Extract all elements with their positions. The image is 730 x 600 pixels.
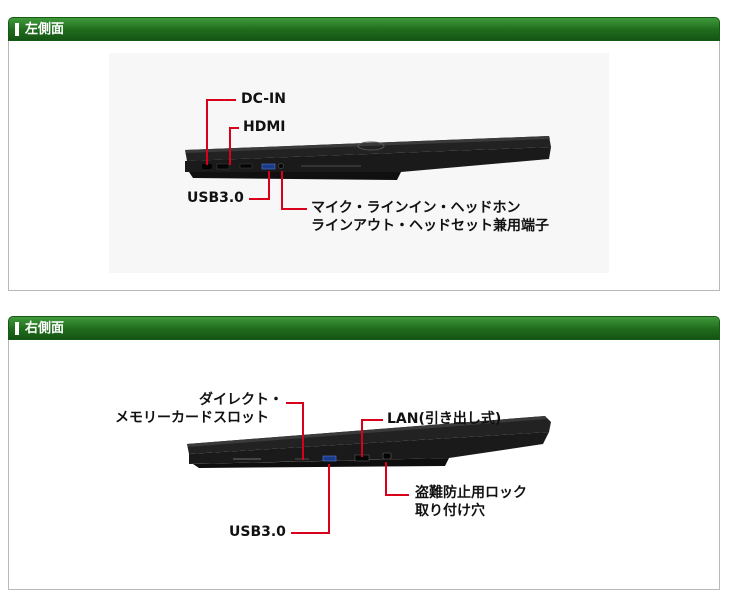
lan-label: LAN(引き出し式) — [387, 411, 502, 427]
card-slot-callout-horizontal — [286, 402, 304, 404]
left-side-header: 左側面 — [8, 17, 720, 41]
audio-label-line2: ラインアウト・ヘッドセット兼用端子 — [311, 218, 549, 234]
header-bar-marker — [15, 23, 19, 36]
usb-left-label: USB3.0 — [187, 190, 244, 206]
lock-callout-vertical — [385, 462, 387, 496]
right-side-title: 右側面 — [25, 321, 65, 336]
lock-label-line2: 取り付け穴 — [415, 503, 485, 519]
lock-callout-horizontal — [385, 494, 409, 496]
audio-callout-vertical — [281, 171, 283, 210]
hdmi-label: HDMI — [243, 119, 286, 135]
usb-left-callout-vertical — [268, 171, 270, 200]
lan-callout-horizontal — [361, 419, 383, 421]
audio-label-line1: マイク・ラインイン・ヘッドホン — [311, 200, 521, 216]
lan-callout-vertical — [361, 419, 363, 457]
audio-callout-horizontal — [281, 208, 307, 210]
usb-right-callout-horizontal — [291, 532, 330, 534]
dc-in-callout-horizontal — [206, 99, 236, 101]
left-side-section: 左側面 DC-IN HDMI — [8, 17, 720, 291]
card-slot-label-line2: メモリーカードスロット — [115, 410, 269, 426]
laptop-left-side-image — [185, 136, 551, 180]
card-slot-callout-vertical — [302, 402, 304, 460]
right-side-header: 右側面 — [8, 316, 720, 340]
header-bar-marker — [15, 322, 19, 335]
laptop-right-side-image — [187, 416, 551, 468]
usb-right-callout-vertical — [328, 464, 330, 534]
card-slot-label-line1: ダイレクト・ — [199, 392, 283, 408]
right-side-body: ダイレクト・ メモリーカードスロット LAN(引き出し式) USB3.0 盗難防… — [8, 340, 720, 590]
lock-label-line1: 盗難防止用ロック — [415, 485, 527, 501]
usb-left-callout-horizontal — [249, 198, 270, 200]
dc-in-label: DC-IN — [241, 91, 286, 107]
usb-right-label: USB3.0 — [229, 524, 286, 540]
dc-in-callout-vertical — [206, 99, 208, 165]
hdmi-callout-horizontal — [229, 127, 239, 129]
left-side-body: DC-IN HDMI USB3.0 マイク・ラインイン・ヘッドホン ラインアウト… — [8, 41, 720, 291]
right-side-section: 右側面 ダイレクト・ メモリーカードスロット LAN(引き出し式) — [8, 316, 720, 590]
hdmi-callout-vertical — [229, 127, 231, 165]
left-side-title: 左側面 — [25, 22, 65, 37]
